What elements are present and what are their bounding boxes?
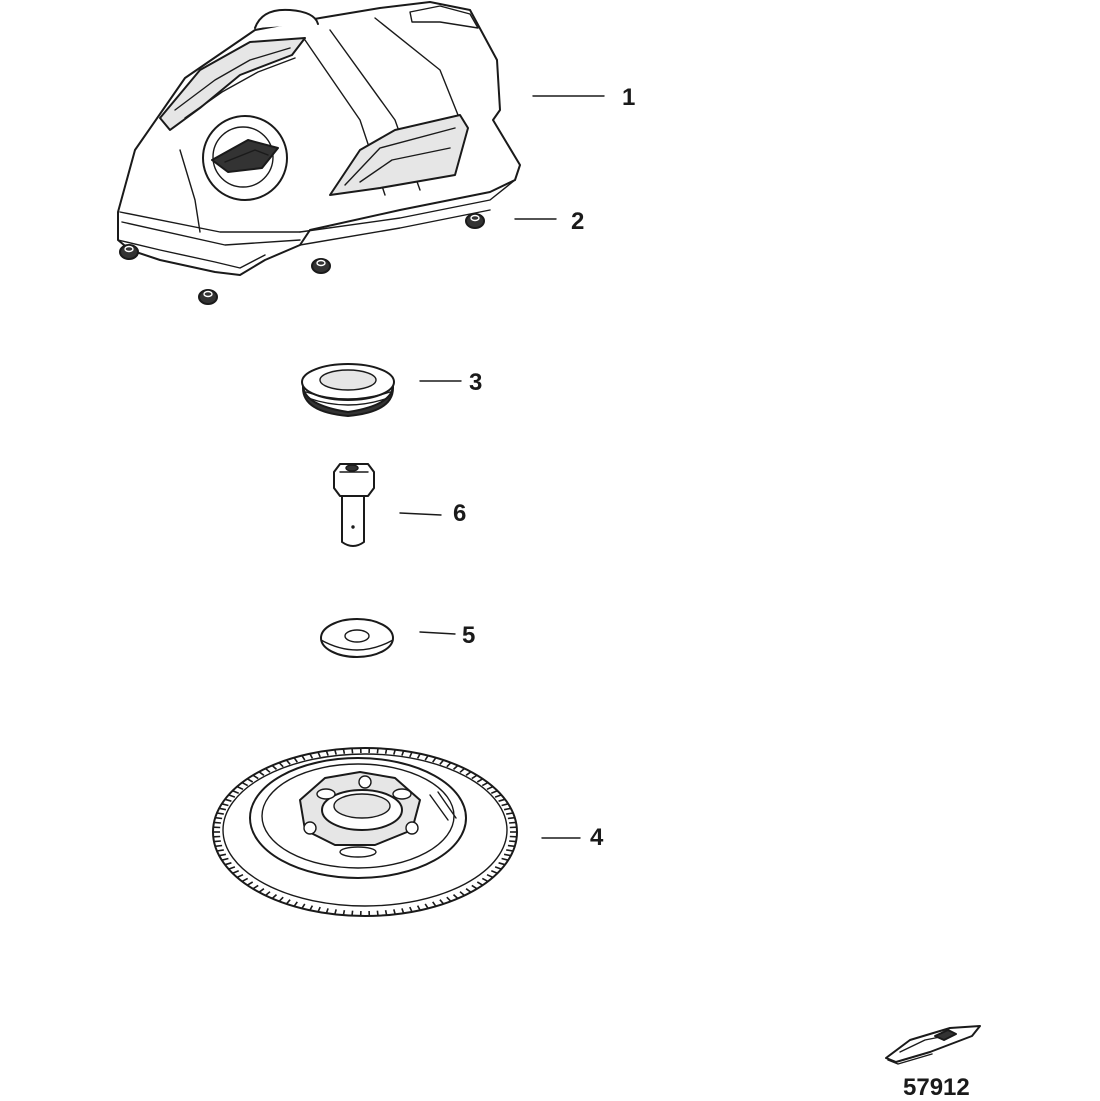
callout-1: 1 bbox=[622, 86, 635, 110]
flywheel-part bbox=[213, 748, 517, 916]
gear-tooth bbox=[217, 813, 224, 814]
cap-part bbox=[302, 364, 394, 416]
leader-line-6 bbox=[400, 513, 441, 515]
gear-tooth bbox=[386, 910, 387, 915]
gear-tooth bbox=[509, 822, 516, 823]
callout-5: 5 bbox=[462, 624, 475, 648]
gear-tooth bbox=[377, 911, 378, 916]
gear-tooth bbox=[377, 748, 378, 753]
gear-tooth bbox=[214, 841, 221, 842]
boat-orientation-icon bbox=[886, 1026, 980, 1064]
callout-6: 6 bbox=[453, 502, 466, 526]
gear-tooth bbox=[215, 846, 222, 847]
gear-tooth bbox=[352, 748, 353, 753]
gear-tooth bbox=[386, 749, 387, 754]
gear-tooth bbox=[217, 850, 224, 851]
gear-tooth bbox=[343, 749, 344, 754]
callout-3: 3 bbox=[469, 371, 482, 395]
gear-tooth bbox=[506, 813, 513, 814]
gear-tooth bbox=[508, 846, 515, 847]
bolt-part bbox=[334, 464, 374, 546]
gear-tooth bbox=[509, 841, 516, 842]
grommet-2 bbox=[199, 290, 217, 304]
grommet-4 bbox=[466, 214, 484, 228]
gear-tooth bbox=[508, 818, 515, 819]
washer-part bbox=[321, 619, 393, 657]
callout-2: 2 bbox=[571, 210, 584, 234]
leader-line-5 bbox=[420, 632, 455, 634]
grommet-3 bbox=[312, 259, 330, 273]
gear-tooth bbox=[343, 910, 344, 915]
callout-4: 4 bbox=[590, 826, 603, 850]
gear-tooth bbox=[214, 822, 221, 823]
cowl-part bbox=[118, 2, 520, 275]
figure-number: 57912 bbox=[903, 1076, 970, 1100]
gear-tooth bbox=[506, 850, 513, 851]
gear-tooth bbox=[352, 911, 353, 916]
grommet-1 bbox=[120, 245, 138, 259]
gear-tooth bbox=[215, 818, 222, 819]
